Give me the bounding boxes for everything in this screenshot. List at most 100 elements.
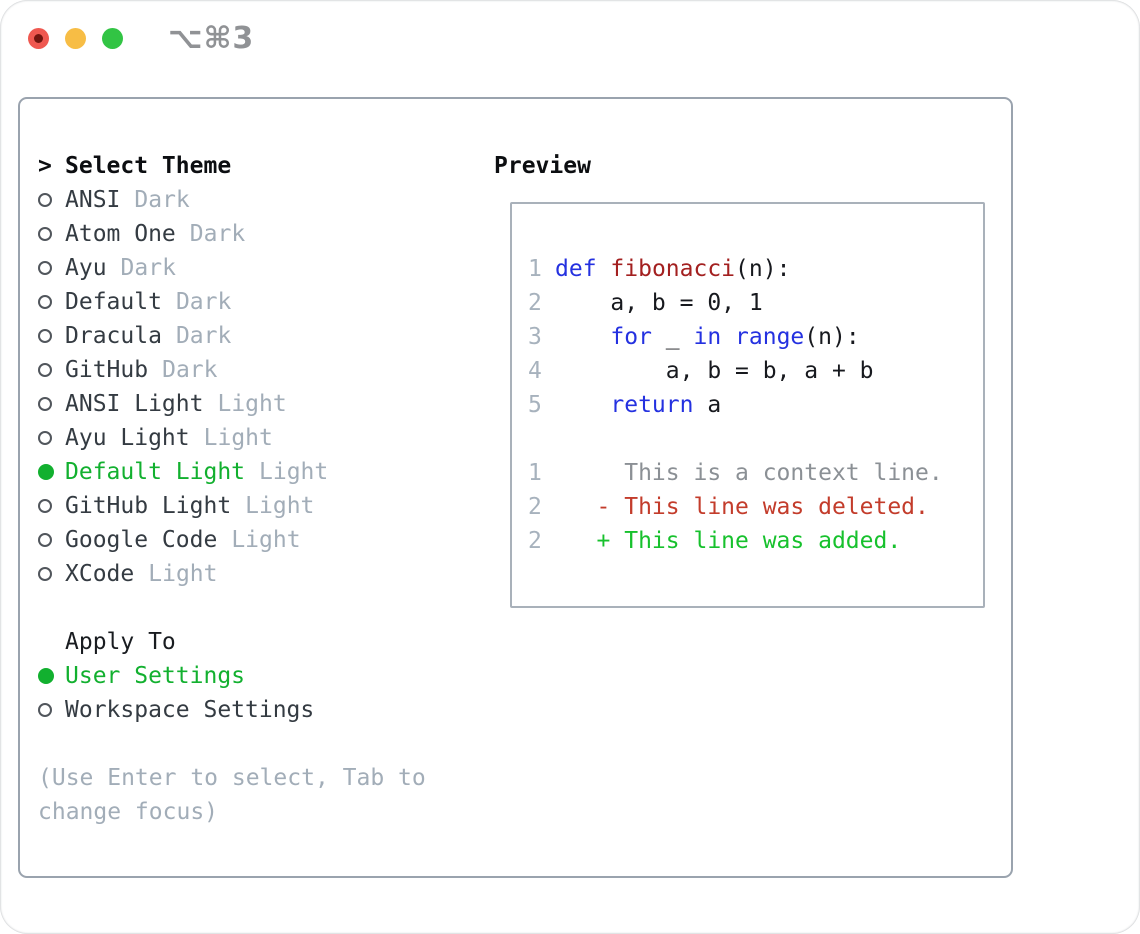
apply-to-heading: Apply To [38,625,474,659]
code-token: + This line was added. [555,528,902,554]
apply-to-option[interactable]: Workspace Settings [38,693,474,727]
theme-variant-tag: Dark [134,187,190,213]
radio-icon [38,533,52,547]
theme-name: ANSI [65,187,121,213]
code-line: 2 a, b = 0, 1 [528,286,983,320]
radio-selected-icon [38,668,54,684]
theme-name: Ayu Light [65,425,190,451]
select-theme-label: Select Theme [65,153,232,179]
code-token: in [693,324,722,350]
code-token: def [555,256,597,282]
minimize-button[interactable] [65,28,86,49]
zoom-button[interactable] [102,28,123,49]
theme-option[interactable]: Default Dark [38,285,474,319]
theme-option[interactable]: GitHub Dark [38,353,474,387]
theme-name: Ayu [65,255,107,281]
theme-name: Default [65,289,162,315]
code-token [597,256,611,282]
apply-to-option[interactable]: User Settings [38,659,474,693]
select-theme-heading: > Select Theme [38,149,474,183]
theme-variant-tag: Light [245,493,315,519]
line-number: 5 [528,392,542,418]
radio-icon [38,431,52,445]
code-token [721,324,735,350]
line-number: 4 [528,358,542,384]
preview-heading: Preview [494,153,591,179]
theme-option[interactable]: Default Light Light [38,455,474,489]
code-token: for [610,324,652,350]
theme-variant-tag: Light [203,425,273,451]
theme-name: GitHub [65,357,149,383]
theme-variant-tag: Dark [189,221,246,247]
line-number: 1 [528,460,542,486]
apply-to-label: Apply To [65,629,176,655]
theme-option[interactable]: Ayu Dark [38,251,474,285]
theme-variant-tag: Dark [175,289,232,315]
line-number: 1 [528,256,542,282]
theme-option[interactable]: Dracula Dark [38,319,474,353]
code-token: a, b = 0, 1 [555,290,763,316]
record-dot-icon [34,34,43,43]
theme-variant-tag: Dark [162,357,218,383]
code-token: - This line was deleted. [555,494,929,520]
spacer [38,591,474,625]
code-token: _ [651,324,694,350]
line-number: 2 [528,290,542,316]
theme-name: Google Code [65,527,218,553]
theme-variant-tag: Light [259,459,329,485]
radio-icon [38,363,52,377]
code-line [528,422,983,456]
prompt-cursor-icon: > [38,153,52,179]
radio-icon [38,227,52,241]
theme-option[interactable]: Ayu Light Light [38,421,474,455]
radio-icon [38,329,52,343]
code-line: 5 return a [528,388,983,422]
code-token: a [693,392,722,418]
window-title: ⌥⌘3 [168,21,255,56]
code-line: 1 This is a context line. [528,456,983,490]
theme-option[interactable]: ANSI Light Light [38,387,474,421]
code-token: (n): [804,324,860,350]
close-button[interactable] [28,28,49,49]
radio-icon [38,295,52,309]
code-line: 3 for _ in range(n): [528,320,983,354]
radio-icon [38,567,52,581]
code-line: 4 a, b = b, a + b [528,354,983,388]
hint-text: (Use Enter to select, Tab to change focu… [38,765,426,825]
theme-option[interactable]: GitHub Light Light [38,489,474,523]
apply-to-option-label: Workspace Settings [65,697,315,723]
apply-to-option-label: User Settings [65,663,246,689]
theme-name: Default Light [65,459,246,485]
theme-name: GitHub Light [65,493,232,519]
theme-option[interactable]: ANSI Dark [38,183,474,217]
radio-selected-icon [38,464,54,480]
theme-variant-tag: Dark [175,323,232,349]
code-line: 1 def fibonacci(n): [528,252,983,286]
code-token: fibonacci [610,256,736,282]
theme-variant-tag: Dark [120,255,176,281]
radio-icon [38,703,52,717]
code-line: 2 - This line was deleted. [528,490,983,524]
line-number: 2 [528,494,542,520]
line-number: 2 [528,528,542,554]
line-number: 3 [528,324,542,350]
code-token: (n): [735,256,791,282]
theme-name: ANSI Light [65,391,204,417]
code-token: a, b = b, a + b [555,358,874,384]
code-token: return [610,392,694,418]
theme-variant-tag: Light [217,391,287,417]
code-token [555,392,610,418]
theme-name: Dracula [65,323,162,349]
code-line: 2 + This line was added. [528,524,983,558]
theme-name: Atom One [65,221,176,247]
theme-name: XCode [65,561,135,587]
theme-option[interactable]: Atom One Dark [38,217,474,251]
